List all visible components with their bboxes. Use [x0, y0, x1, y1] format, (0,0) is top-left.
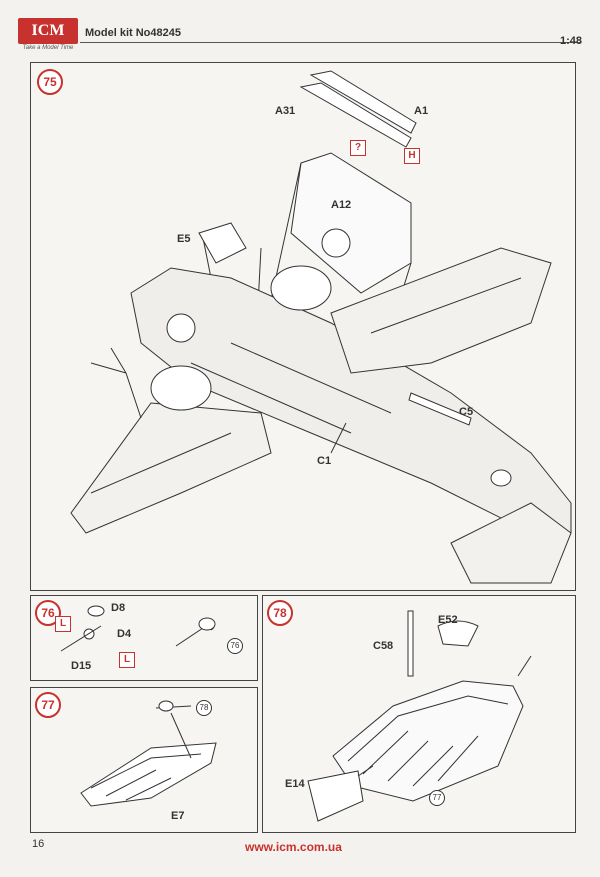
- part-label-c5: C5: [459, 406, 474, 418]
- step-75-panel: 75: [30, 62, 576, 591]
- part-label-d4: D4: [117, 628, 132, 640]
- callout-l-top: L: [55, 616, 71, 632]
- callout-question: ?: [350, 140, 366, 156]
- part-label-d8: D8: [111, 602, 126, 614]
- page-number: 16: [32, 838, 45, 850]
- part-label-c58: C58: [373, 640, 394, 652]
- canopy-assembly-illustration: [307, 610, 532, 822]
- logo-tagline: Take a Model Time: [22, 45, 74, 51]
- ref-step-77: 77: [429, 790, 445, 806]
- part-label-c1: C1: [317, 455, 332, 467]
- icm-logo: ICM Take a Model Time: [18, 18, 78, 54]
- part-label-a12: A12: [331, 199, 352, 211]
- callout-h: H: [404, 148, 420, 164]
- model-kit-number: Model kit No48245: [85, 27, 181, 39]
- step-78-number: 78: [267, 600, 293, 626]
- part-label-a31: A31: [275, 105, 296, 117]
- header-divider: [80, 42, 580, 43]
- step-75-number: 75: [37, 69, 63, 95]
- step-78-panel: 78 C58 E52 E14 77: [262, 595, 576, 833]
- part-label-e14: E14: [285, 778, 305, 790]
- scale-label: 1:48: [559, 35, 582, 47]
- part-label-a1: A1: [414, 105, 429, 117]
- part-label-d15: D15: [71, 660, 92, 672]
- ref-step-78: 78: [196, 700, 212, 716]
- logo-text: ICM: [18, 18, 78, 44]
- step-77-panel: 77 78 E7: [30, 687, 258, 833]
- step-76-panel: 76 D8 D4 D15 L L 76: [30, 595, 258, 681]
- part-label-e7: E7: [171, 810, 185, 822]
- part-label-e5: E5: [177, 233, 191, 245]
- step-77-number: 77: [35, 692, 61, 718]
- callout-l-bottom: L: [119, 652, 135, 668]
- ref-step-76: 76: [227, 638, 243, 654]
- part-label-e52: E52: [438, 614, 458, 626]
- antenna-assembly-illustration: [60, 605, 216, 652]
- cockpit-floor-illustration: [80, 700, 217, 807]
- aircraft-assembly-illustration: [70, 70, 572, 584]
- footer-url-link[interactable]: www.icm.com.ua: [245, 840, 342, 854]
